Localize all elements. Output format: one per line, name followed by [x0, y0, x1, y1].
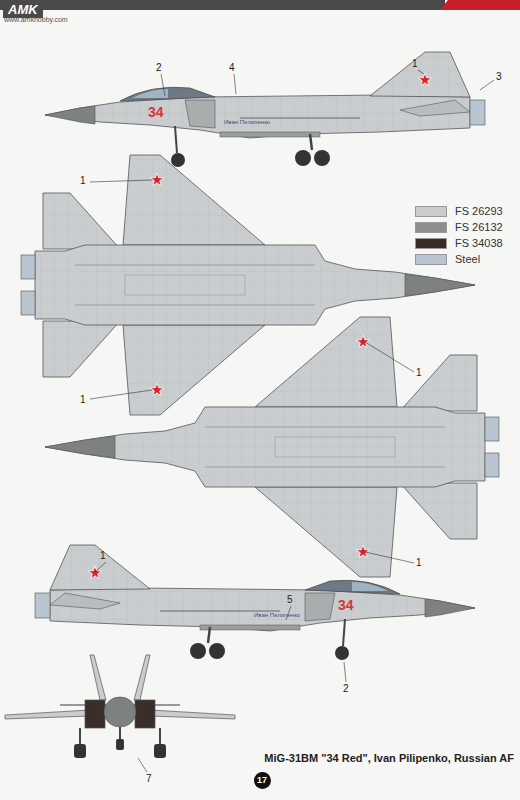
leader-lines	[90, 70, 494, 772]
callout-number: 3	[496, 71, 502, 82]
legend-swatch	[415, 222, 447, 233]
side-view-right	[35, 545, 475, 660]
legend-row: FS 26132	[415, 221, 503, 233]
website: www.amkhobby.com	[4, 16, 68, 24]
callout-number: 1	[416, 367, 422, 378]
legend-row: Steel	[415, 253, 480, 265]
legend-row: FS 34038	[415, 237, 503, 249]
legend-text: FS 26293	[455, 205, 503, 217]
header-accent	[440, 0, 520, 10]
legend-swatch	[415, 238, 447, 249]
callout-number: 1	[80, 394, 86, 405]
callout-number: 7	[146, 773, 152, 784]
callout-number: 1	[412, 58, 418, 69]
page-number: 17	[254, 772, 271, 789]
node-text: 17	[257, 775, 267, 785]
aircraft-name: Иван Пилипенко	[224, 119, 270, 126]
aircraft-number: 34	[148, 105, 164, 120]
legend-row: FS 26293	[415, 205, 503, 217]
callout-number: 1	[100, 550, 106, 561]
legend-swatch	[415, 206, 447, 217]
aircraft-number: 34	[338, 598, 354, 613]
aircraft-name: Иван Пилипенко	[254, 612, 300, 619]
legend-text: FS 26132	[455, 221, 503, 233]
caption: MiG-31BM "34 Red", Ivan Pilipenko, Russi…	[264, 752, 514, 764]
callout-number: 2	[156, 62, 162, 73]
legend-swatch	[415, 254, 447, 265]
top-view	[21, 155, 475, 415]
legend-text: Steel	[455, 253, 480, 265]
bottom-view	[45, 317, 499, 577]
callout-number: 1	[416, 557, 422, 568]
callout-number: 4	[229, 62, 235, 73]
header-bar	[0, 0, 445, 10]
brand-logo: AMK	[3, 1, 43, 18]
callout-number: 2	[343, 683, 349, 694]
front-view	[5, 655, 235, 758]
node-text: AMK	[8, 2, 38, 17]
callout-number: 1	[80, 175, 86, 186]
callout-number: 5	[287, 594, 293, 605]
side-view-left	[45, 52, 485, 167]
legend-text: FS 34038	[455, 237, 503, 249]
